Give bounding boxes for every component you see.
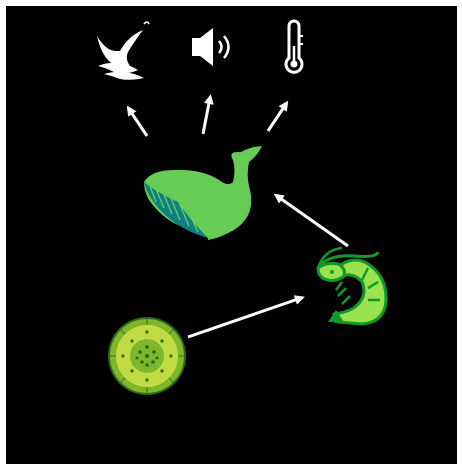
phytoplankton-icon bbox=[109, 318, 185, 394]
arrow-whale-to-tail bbox=[129, 109, 147, 136]
arrow-whale-to-sound bbox=[203, 98, 210, 134]
arrow-plankton-to-shrimp bbox=[188, 298, 301, 337]
speaker-icon bbox=[192, 28, 229, 66]
arrow-shrimp-to-whale bbox=[277, 196, 348, 246]
food-web-diagram bbox=[6, 6, 457, 464]
diagram-canvas bbox=[6, 6, 457, 464]
arrow-whale-to-temperature bbox=[268, 104, 286, 131]
thermometer-icon bbox=[286, 21, 303, 72]
whale-tail-icon bbox=[97, 22, 149, 80]
whale-icon bbox=[144, 146, 262, 240]
shrimp-icon bbox=[318, 248, 386, 324]
